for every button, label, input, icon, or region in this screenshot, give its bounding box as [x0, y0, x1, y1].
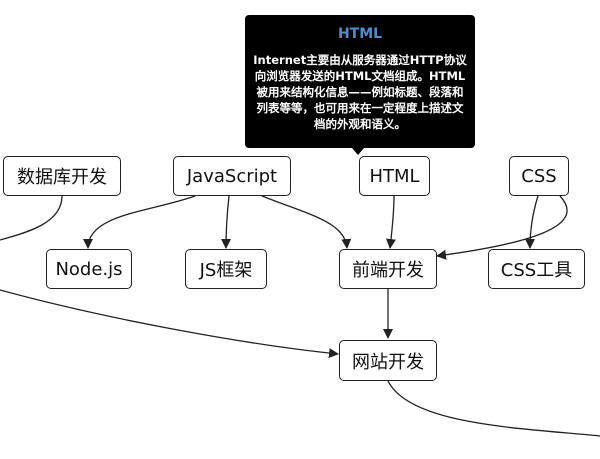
- edge-html-to-frontend-dev: [386, 195, 396, 249]
- edge-css-to-frontend-dev: [436, 195, 568, 260]
- edge-javascript-to-js-framework: [221, 195, 232, 249]
- edge-website-dev-offscreen: [387, 380, 600, 437]
- node-javascript[interactable]: JavaScript: [173, 156, 291, 196]
- tooltip-title: HTML: [337, 26, 383, 42]
- node-js-framework[interactable]: JS框架: [185, 249, 267, 289]
- node-css-tools[interactable]: CSS工具: [488, 249, 585, 289]
- edge-javascript-to-nodejs: [83, 195, 196, 249]
- node-css[interactable]: CSS: [509, 156, 569, 196]
- edge-javascript-to-frontend-dev: [261, 195, 352, 249]
- tooltip-body: Internet主要由从服务器通过HTTP协议向浏览器发送的HTML文档组成。H…: [253, 53, 467, 131]
- edge-database-dev-offscreen: [0, 195, 63, 241]
- node-website-dev[interactable]: 网站开发: [339, 340, 437, 381]
- node-frontend-dev[interactable]: 前端开发: [339, 249, 437, 289]
- node-database-dev[interactable]: 数据库开发: [3, 156, 121, 196]
- tooltip-pointer: [352, 148, 364, 155]
- node-nodejs[interactable]: Node.js: [46, 249, 132, 289]
- edge-offscreen-to-website-dev: [0, 289, 339, 359]
- edge-css-to-css-tools: [525, 195, 539, 249]
- html-tooltip: HTML Internet主要由从服务器通过HTTP协议向浏览器发送的HTML文…: [245, 15, 475, 148]
- node-html[interactable]: HTML: [359, 156, 430, 196]
